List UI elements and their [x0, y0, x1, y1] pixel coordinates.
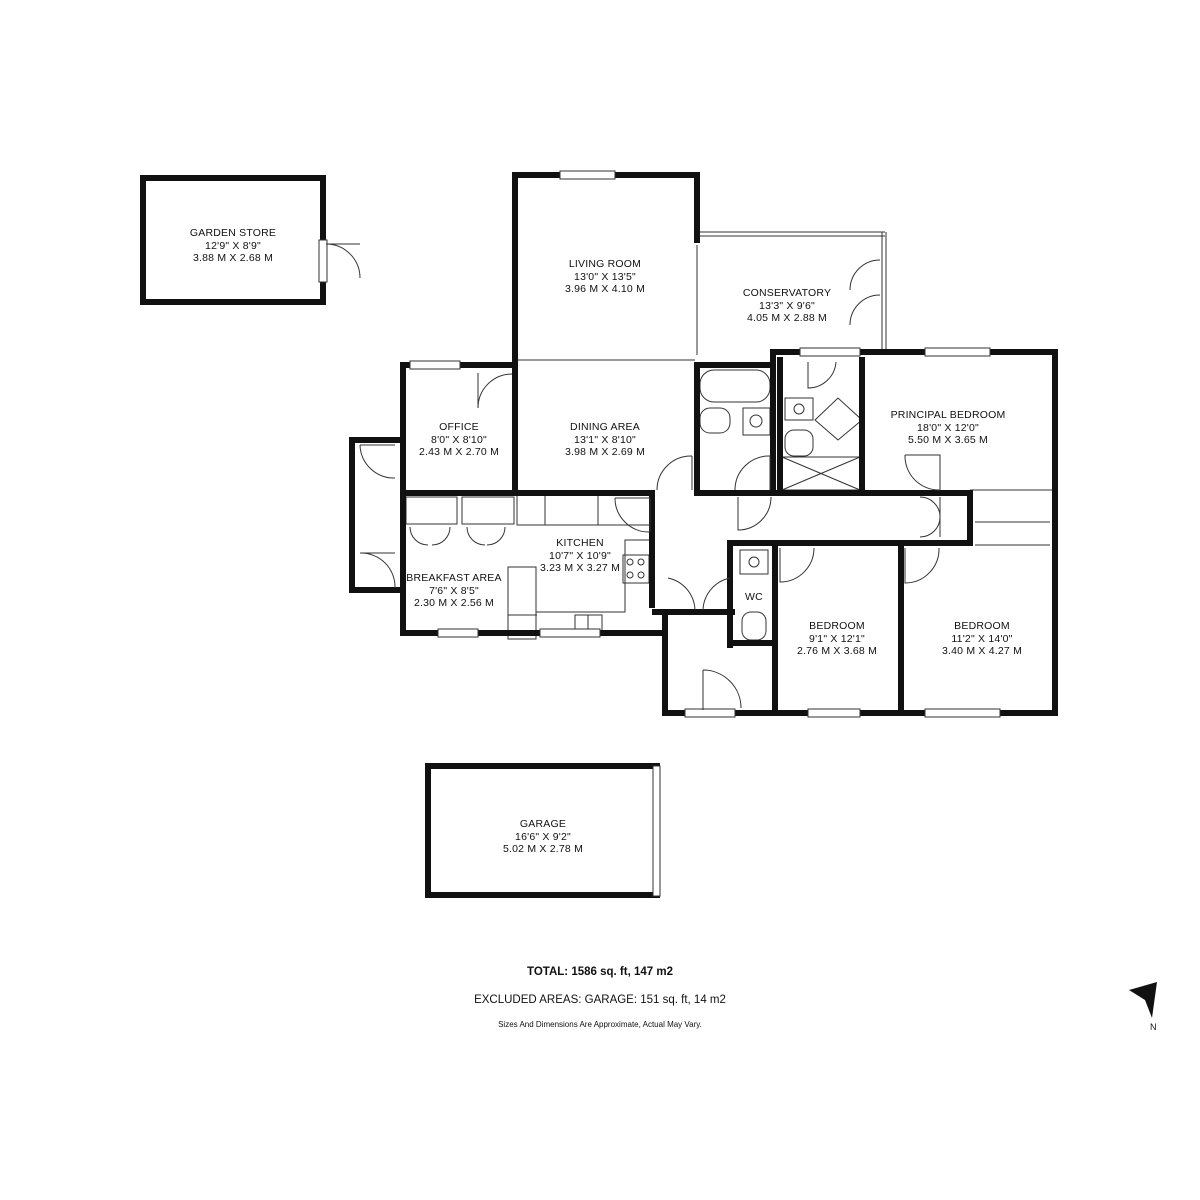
room-size-imperial: 13'0" X 13'5"	[574, 270, 636, 283]
room-size-metric: 3.98 M X 2.69 M	[564, 446, 646, 458]
room-size-imperial: 10'7" X 10'9"	[549, 549, 611, 562]
room-name: GARDEN STORE	[189, 227, 277, 239]
room-label-principal-bedroom: PRINCIPAL BEDROOM 18'0" X 12'0" 5.50 M X…	[891, 409, 1006, 447]
room-size-metric: 5.02 M X 2.78 M	[502, 843, 584, 855]
room-name: GARAGE	[519, 818, 567, 830]
room-name: BEDROOM	[954, 620, 1010, 632]
room-label-conservatory: CONSERVATORY 13'3" X 9'6" 4.05 M X 2.88 …	[743, 287, 831, 325]
room-size-metric: 3.88 M X 2.68 M	[192, 252, 274, 264]
room-name: PRINCIPAL BEDROOM	[890, 409, 1006, 421]
room-size-imperial: 12'9" X 8'9"	[205, 239, 261, 252]
room-size-metric: 2.30 M X 2.56 M	[413, 597, 495, 609]
room-label-garden-store: GARDEN STORE 12'9" X 8'9" 3.88 M X 2.68 …	[190, 227, 276, 265]
room-label-kitchen: KITCHEN 10'7" X 10'9" 3.23 M X 3.27 M	[540, 537, 620, 575]
door-swings	[325, 243, 941, 710]
room-size-imperial: 11'2" X 14'0"	[951, 632, 1013, 645]
room-size-imperial: 13'3" X 9'6"	[759, 299, 815, 312]
total-area: TOTAL: 1586 sq. ft, 147 m2	[527, 966, 673, 978]
room-size-imperial: 13'1" X 8'10"	[574, 433, 636, 446]
room-size-imperial: 9'1" X 12'1"	[809, 632, 865, 645]
room-label-bedroom-2: BEDROOM 9'1" X 12'1" 2.76 M X 3.68 M	[797, 620, 877, 658]
room-label-bedroom-3: BEDROOM 11'2" X 14'0" 3.40 M X 4.27 M	[942, 620, 1022, 658]
room-name: OFFICE	[439, 421, 479, 433]
room-label-wc: WC	[745, 591, 763, 604]
windows	[318, 170, 1001, 897]
excluded-areas: EXCLUDED AREAS: GARAGE: 151 sq. ft, 14 m…	[474, 994, 726, 1006]
room-name: BEDROOM	[809, 620, 865, 632]
room-size-metric: 5.50 M X 3.65 M	[907, 434, 989, 446]
north-arrow-icon	[1129, 982, 1157, 1018]
room-size-imperial: 18'0" X 12'0"	[917, 421, 979, 434]
room-size-metric: 3.40 M X 4.27 M	[941, 645, 1023, 657]
room-size-metric: 2.76 M X 3.68 M	[796, 645, 878, 657]
room-name: DINING AREA	[570, 421, 640, 433]
room-size-imperial: 7'6" X 8'5"	[429, 584, 479, 597]
room-size-metric: 4.05 M X 2.88 M	[746, 312, 828, 324]
room-name: WC	[745, 591, 763, 603]
room-label-living-room: LIVING ROOM 13'0" X 13'5" 3.96 M X 4.10 …	[565, 258, 645, 296]
room-name: BREAKFAST AREA	[406, 572, 502, 584]
room-name: CONSERVATORY	[742, 287, 832, 299]
room-size-metric: 3.23 M X 3.27 M	[539, 562, 621, 574]
room-label-garage: GARAGE 16'6" X 9'2" 5.02 M X 2.78 M	[503, 818, 583, 856]
room-name: KITCHEN	[556, 537, 604, 549]
north-label: N	[1150, 1022, 1157, 1032]
room-size-metric: 3.96 M X 4.10 M	[564, 283, 646, 295]
room-label-office: OFFICE 8'0" X 8'10" 2.43 M X 2.70 M	[419, 421, 499, 459]
room-name: LIVING ROOM	[568, 258, 642, 270]
room-size-imperial: 16'6" X 9'2"	[515, 830, 571, 843]
room-size-metric: 2.43 M X 2.70 M	[418, 446, 500, 458]
room-label-dining-area: DINING AREA 13'1" X 8'10" 3.98 M X 2.69 …	[565, 421, 645, 459]
disclaimer: Sizes And Dimensions Are Approximate, Ac…	[498, 1020, 702, 1029]
room-label-breakfast-area: BREAKFAST AREA 7'6" X 8'5" 2.30 M X 2.56…	[406, 572, 501, 610]
room-size-imperial: 8'0" X 8'10"	[431, 433, 487, 446]
